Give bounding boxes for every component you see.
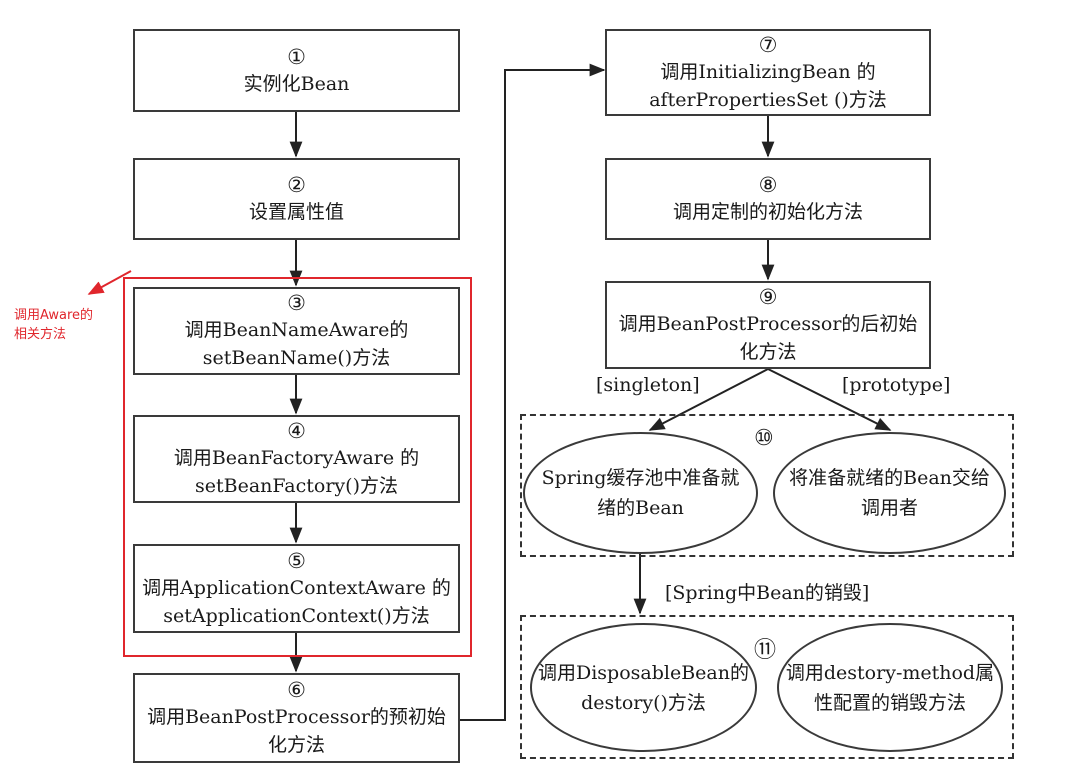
step-number: ④ [287, 419, 306, 443]
aware-methods-annotation: 调用Aware的 相关方法 [14, 306, 93, 344]
step-text: 调用定制的初始化方法 [672, 201, 863, 223]
step-number: ③ [287, 291, 306, 315]
ellipse-text: 性配置的销毁方法 [813, 691, 966, 714]
step-text: setBeanName()方法 [202, 347, 391, 369]
step-2-box: ② 设置属性值 [133, 158, 460, 240]
step-7-box: ⑦ 调用InitializingBean 的 afterPropertiesSe… [605, 29, 931, 116]
step-number: ⑨ [758, 285, 778, 309]
arrow-9-prototype [767, 368, 892, 431]
ellipse-text: 调用destory-method属 [785, 661, 995, 684]
step-text: 实例化Bean [243, 72, 350, 95]
ellipse-text: destory()方法 [581, 691, 706, 714]
step-text: 调用BeanPostProcessor的后初始 [618, 313, 918, 335]
step-11-number: ⑪ [754, 638, 777, 663]
step-text: setApplicationContext()方法 [163, 604, 430, 627]
prototype-handoff-ellipse: 将准备就绪的Bean交给 调用者 [773, 432, 1006, 554]
step-5-box: ⑤ 调用ApplicationContextAware 的 setApplica… [133, 544, 460, 633]
singleton-cache-ellipse: Spring缓存池中准备就 绪的Bean [523, 432, 758, 554]
arrow-9-singleton [648, 368, 769, 431]
ellipse-text: 将准备就绪的Bean交给 [789, 467, 990, 489]
step-text: 调用InitializingBean 的 [660, 60, 876, 83]
step-text: 调用BeanPostProcessor的预初始 [147, 706, 446, 728]
step-text: 调用ApplicationContextAware 的 [142, 576, 451, 599]
step-4-box: ④ 调用BeanFactoryAware 的 setBeanFactory()方… [133, 415, 460, 503]
ellipse-text: 调用DisposableBean的 [538, 661, 749, 684]
destroy-method-ellipse: 调用destory-method属 性配置的销毁方法 [777, 623, 1003, 752]
step-number: ⑦ [758, 32, 778, 57]
step-number: ① [287, 44, 306, 69]
step-number: ⑧ [758, 173, 778, 197]
step-10-number: ⑩ [754, 426, 774, 451]
step-8-box: ⑧ 调用定制的初始化方法 [605, 158, 931, 240]
step-text: 调用BeanFactoryAware 的 [173, 447, 420, 469]
ellipse-text: Spring缓存池中准备就 [541, 467, 740, 489]
step-text: setBeanFactory()方法 [195, 475, 398, 497]
step-11-group [520, 615, 1014, 759]
step-1-box: ① 实例化Bean [133, 29, 460, 112]
prototype-label: [prototype] [842, 374, 951, 396]
singleton-label: [singleton] [596, 374, 700, 396]
step-number: ⑥ [287, 678, 306, 702]
aware-methods-frame [123, 277, 472, 657]
step-text: 化方法 [267, 734, 325, 756]
annotation-arrow [87, 270, 132, 295]
ellipse-text: 绪的Bean [597, 497, 684, 519]
step-text: 设置属性值 [248, 201, 344, 223]
arrow-6-7 [460, 63, 606, 721]
step-number: ⑤ [287, 548, 306, 573]
step-10-group [520, 414, 1014, 557]
annotation-line: 调用Aware的 [14, 308, 94, 323]
destroy-label: [Spring中Bean的销毁] [665, 582, 870, 604]
disposable-bean-ellipse: 调用DisposableBean的 destory()方法 [530, 623, 757, 752]
step-3-box: ③ 调用BeanNameAware的 setBeanName()方法 [133, 287, 460, 375]
step-6-box: ⑥ 调用BeanPostProcessor的预初始 化方法 [133, 673, 460, 763]
ellipse-text: 调用者 [860, 497, 918, 519]
step-text: afterPropertiesSet ()方法 [649, 88, 887, 111]
step-9-box: ⑨ 调用BeanPostProcessor的后初始 化方法 [605, 281, 931, 369]
step-text: 调用BeanNameAware的 [184, 319, 409, 341]
step-text: 化方法 [739, 341, 797, 363]
step-number: ② [287, 173, 306, 197]
annotation-line: 相关方法 [14, 327, 67, 342]
